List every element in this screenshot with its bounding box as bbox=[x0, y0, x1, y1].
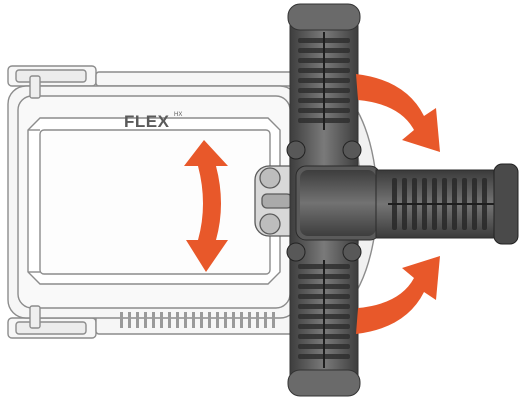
rotate-arrow-icon bbox=[356, 74, 440, 152]
handle-bar bbox=[286, 3, 379, 397]
rotation-arrows bbox=[184, 74, 440, 334]
brand-superscript: HX bbox=[174, 112, 182, 118]
brand-label: FLEX bbox=[124, 112, 170, 131]
side-grip bbox=[295, 163, 519, 245]
brand-logo: FLEX HX bbox=[124, 112, 182, 131]
vent-slots bbox=[120, 312, 275, 328]
rotate-arrow-icon bbox=[184, 140, 228, 272]
rotate-arrow-icon bbox=[356, 256, 440, 334]
